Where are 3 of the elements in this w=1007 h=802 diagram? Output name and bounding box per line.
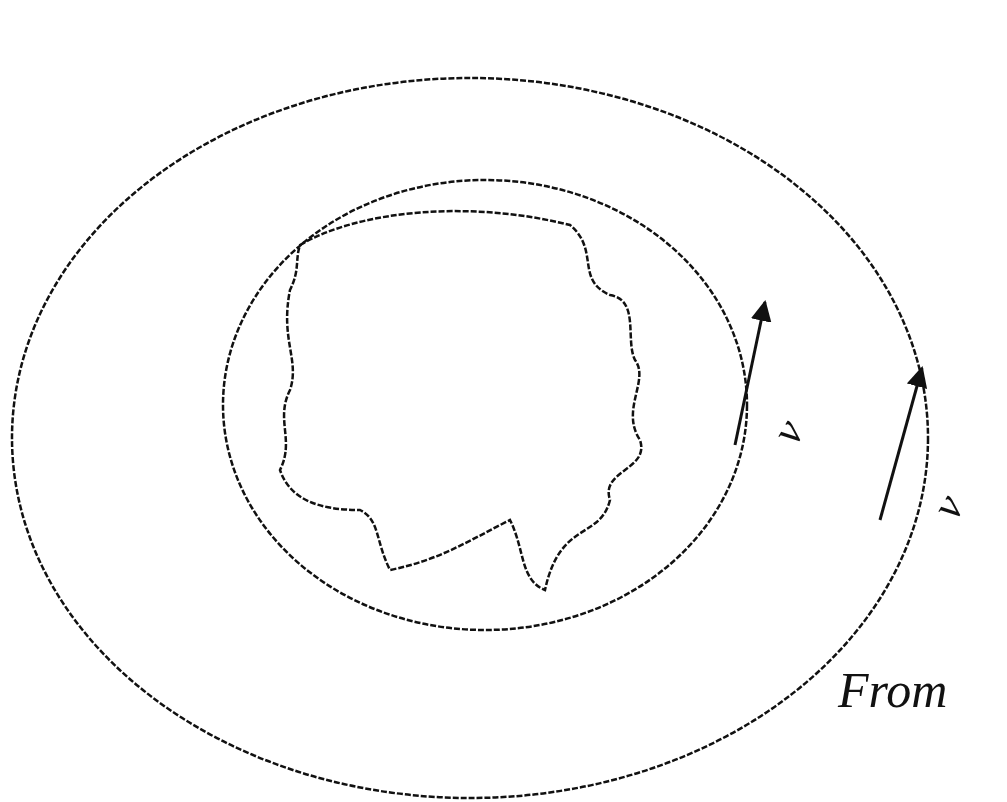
vector-label: v⃗ <box>924 457 990 527</box>
vector-label: v⃗ <box>764 382 830 452</box>
handwritten-text: From <box>838 665 948 715</box>
